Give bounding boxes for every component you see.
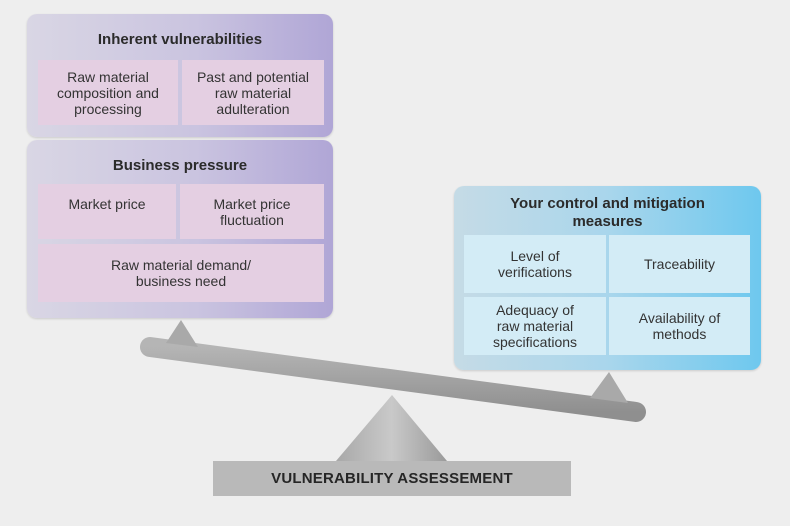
raw-material-composition-cell: Raw material composition and processing: [38, 60, 178, 125]
control-mitigation-box: Your control and mitigation measures Lev…: [454, 186, 761, 370]
business-pressure-box: Business pressure Market price Market pr…: [27, 140, 333, 318]
right-support: [590, 372, 628, 403]
adequacy-specifications-cell: Adequacy of raw material specifications: [464, 297, 606, 355]
market-price-cell: Market price: [38, 184, 176, 239]
business-pressure-title: Business pressure: [112, 157, 248, 174]
left-support: [166, 320, 198, 347]
inherent-vulnerabilities-title: Inherent vulnerabilities: [97, 31, 263, 48]
level-of-verifications-cell: Level of verifications: [464, 235, 606, 293]
market-price-fluctuation-cell: Market price fluctuation: [180, 184, 324, 239]
control-mitigation-title: Your control and mitigation measures: [510, 195, 705, 230]
fulcrum: [336, 395, 447, 461]
availability-of-methods-cell: Availability of methods: [609, 297, 750, 355]
inherent-vulnerabilities-box: Inherent vulnerabilities Raw material co…: [27, 14, 333, 137]
vulnerability-assessment-label: VULNERABILITY ASSESSEMENT: [213, 461, 571, 496]
raw-material-adulteration-cell: Past and potential raw material adultera…: [182, 60, 324, 125]
raw-material-demand-cell: Raw material demand/ business need: [38, 244, 324, 302]
balance-beam: [140, 337, 646, 422]
traceability-cell: Traceability: [609, 235, 750, 293]
